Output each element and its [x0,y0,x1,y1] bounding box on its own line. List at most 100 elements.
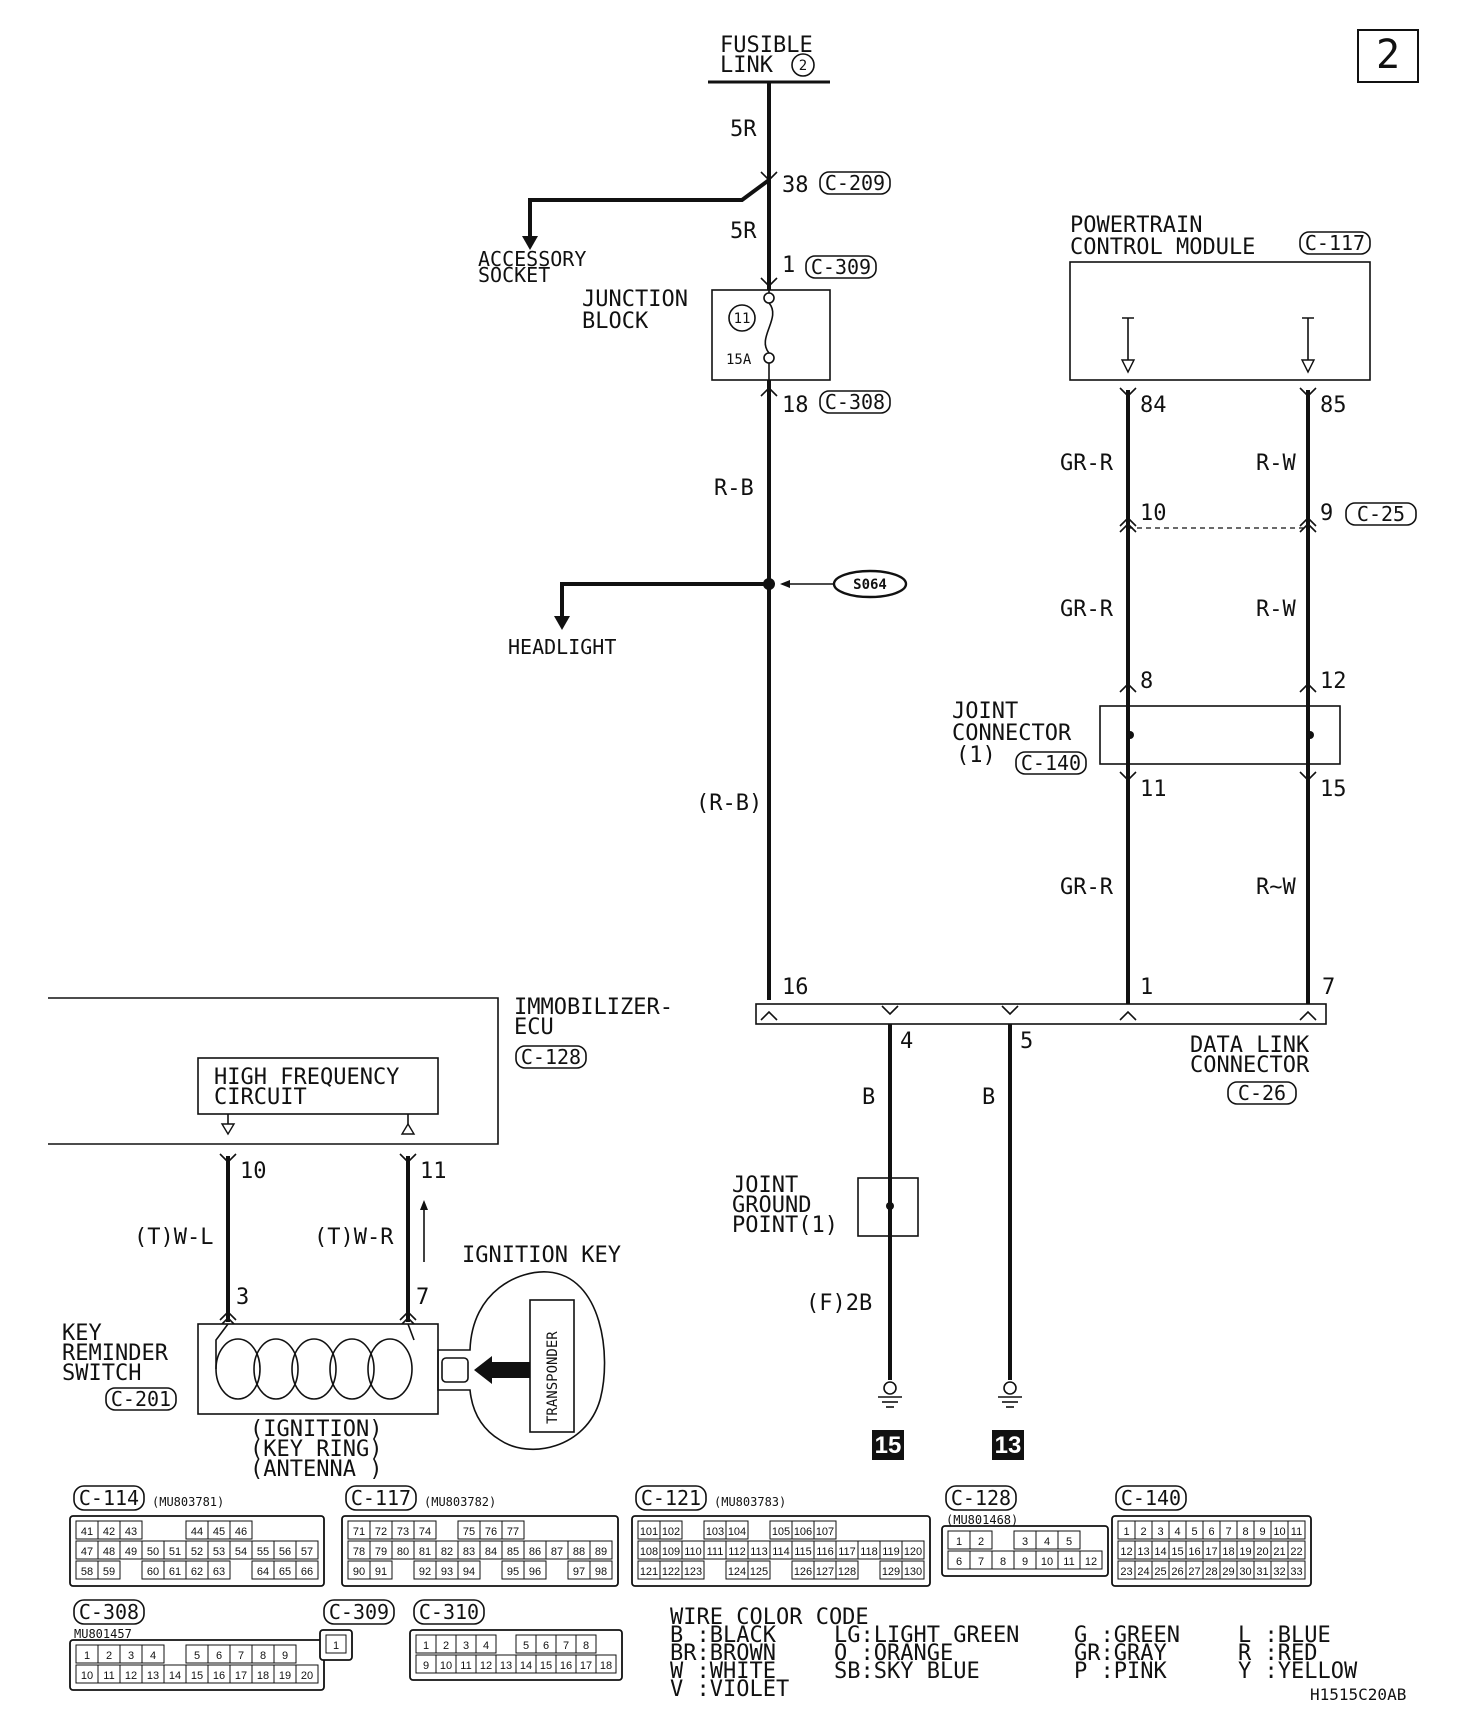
c-114-view-pin: 44 [191,1526,203,1538]
c-114-view-pin: 64 [257,1566,269,1578]
c-117-view-cell [457,1560,481,1580]
c-310-view-pin: 11 [460,1660,471,1672]
c-309-view-tag-box [323,1599,395,1625]
c-114-view-pin: 57 [301,1546,313,1558]
c-121-view-cell [659,1520,683,1540]
c117-tag-box [1299,231,1371,255]
c-309-view-tag: C-309 [329,1600,389,1624]
c-121-view-cell [681,1560,705,1580]
c-117-view-pin: 88 [573,1546,585,1558]
c-128-view-pin: 1 [956,1536,962,1548]
dlc-label-2: CONNECTOR [1190,1053,1310,1078]
ground-ring-15 [883,1381,897,1395]
cc-sb: SB:SKY BLUE [834,1659,980,1684]
fusible-link-num-circle [791,53,815,77]
c-117-view-pin: 85 [507,1546,519,1558]
ground-ring-13 [1003,1381,1017,1395]
c-117-view-cell [501,1520,525,1540]
pin-5-mark [1001,1005,1019,1016]
pcm-box [1069,261,1371,381]
c-121-view-pin: 118 [860,1546,878,1558]
c-117-view-pin: 82 [441,1546,453,1558]
c-117-view-pin: 91 [375,1566,387,1578]
pin-11a: 11 [1140,777,1167,802]
c-121-view-pin: 107 [816,1526,834,1538]
c-128-view-part: (MU801468) [946,1513,1018,1527]
c-114-view-pin: 45 [213,1526,225,1538]
c-117-view-pin: 78 [353,1546,365,1558]
c308-tag: C-308 [825,390,885,414]
headlight-branch-wire [560,582,769,620]
ground-badge-15: 15 [875,1432,902,1459]
c-140-view-pin: 16 [1188,1546,1200,1558]
c140-tag: C-140 [1021,751,1081,775]
c-117-view-tag: C-117 [351,1486,411,1510]
c-114-view-tag: C-114 [79,1486,139,1510]
c-309-view-pin: 1 [333,1640,339,1652]
c140-tag-box [1015,751,1087,775]
c-140-view-pin: 31 [1256,1566,1268,1578]
wire-label-rw-3: R~W [1256,875,1296,900]
c-140-view-pin: 6 [1208,1526,1214,1538]
c-117-view-pin: 84 [485,1546,497,1558]
c-310-view-pin: 3 [463,1640,469,1652]
c-140-view-pin: 8 [1242,1526,1248,1538]
c-128-view-tag-box [945,1485,1017,1511]
c-121-view-pin: 101 [640,1526,658,1538]
wire-label-b-1: B [862,1085,875,1110]
c-310-view-pin: 17 [580,1660,592,1672]
c-121-view-pin: 103 [706,1526,724,1538]
c-308-view-pin: 3 [128,1650,134,1662]
krs-label-2: REMINDER [62,1341,169,1366]
c-308-view-cell [141,1644,165,1664]
c-140-view-pin: 3 [1157,1526,1163,1538]
pin-7-mark [1299,1010,1317,1021]
c-117-view-cell [523,1560,547,1580]
c-121-view-cell [901,1540,925,1560]
fusible-link-num: 2 [799,58,807,74]
accessory-branch-wire [528,178,771,240]
c-114-view-cell [229,1520,253,1540]
c-128-view-pin: 8 [1000,1556,1006,1568]
c-117-view-pin: 87 [551,1546,563,1558]
c-121-view-pin: 115 [794,1546,812,1558]
c-114-view-pin: 66 [301,1566,313,1578]
coil-lead-left [215,1323,229,1369]
pin-10b-mark [219,1153,237,1164]
c-140-view-pin: 4 [1174,1526,1180,1538]
pin-4-mark [881,1005,899,1016]
c-117-view-pin: 73 [397,1526,409,1538]
accessory-label-1: ACCESSORY [478,247,586,271]
antenna-label-3: (ANTENNA ) [250,1457,382,1482]
c-140-view-pin: 12 [1120,1546,1132,1558]
c-308-view-tag-box [73,1599,145,1625]
c-140-view-pin: 1 [1123,1526,1129,1538]
c-114-view-pin: 53 [213,1546,225,1558]
wire-label-grr-2: GR-R [1060,597,1114,622]
pin-12: 12 [1320,669,1347,694]
signal-arrow-head [420,1200,428,1210]
c309-tag-box [805,255,877,279]
c-114-view-pin: 49 [125,1546,137,1558]
pcm-term-84-arrow [1120,359,1136,374]
c-114-view-pin: 54 [235,1546,247,1558]
c-121-view-pin: 102 [662,1526,680,1538]
c-310-view-pin: 10 [440,1660,452,1672]
c-140-view-pin: 26 [1171,1566,1183,1578]
jgp-label-1: JOINT [732,1173,798,1198]
c-128-view-pin: 9 [1022,1556,1028,1568]
pin-8: 8 [1140,669,1153,694]
c-121-view-pin: 129 [882,1566,900,1578]
pin-7: 7 [1322,975,1335,1000]
c-128-view-pin: 10 [1041,1556,1053,1568]
c-114-view-pin: 56 [279,1546,291,1558]
c-121-view-part: (MU803783) [714,1495,786,1509]
c-140-view-pin: 19 [1239,1546,1251,1558]
accessory-arrow [522,236,538,250]
c-114-view-pin: 42 [103,1526,115,1538]
c-128-view-tag: C-128 [951,1486,1011,1510]
immo-ecu-outline [48,997,499,1145]
hf-circuit-box [197,1057,439,1115]
c-114-view-cell [295,1560,319,1580]
ground-badge-15-box [872,1430,904,1460]
